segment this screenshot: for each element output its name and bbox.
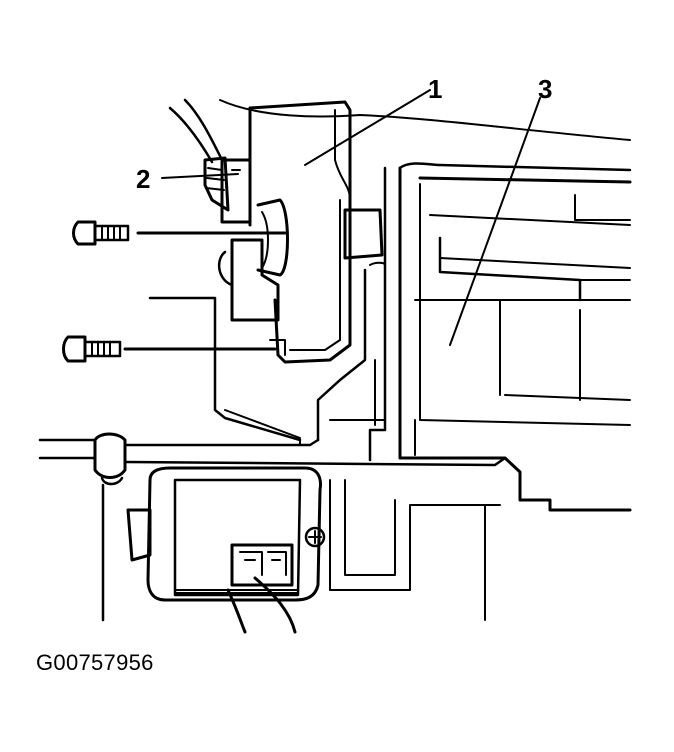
hvac-module-diagram: 1 2 3 — [38, 74, 632, 634]
connector-harness — [168, 98, 230, 212]
callout-2: 2 — [136, 164, 150, 194]
duct-frame — [38, 166, 507, 622]
leader-line-2 — [161, 173, 239, 179]
screw-icon — [62, 335, 122, 363]
figure-id: G00757956 — [36, 650, 154, 675]
screw-icon — [72, 220, 130, 246]
callout-1: 1 — [428, 74, 442, 104]
leader-line-3 — [449, 97, 541, 346]
blower-resistor-module — [93, 432, 326, 634]
hvac-housing — [219, 99, 632, 512]
leader-line-1 — [304, 89, 431, 166]
actuator-body — [217, 100, 384, 364]
callout-3: 3 — [538, 74, 552, 104]
